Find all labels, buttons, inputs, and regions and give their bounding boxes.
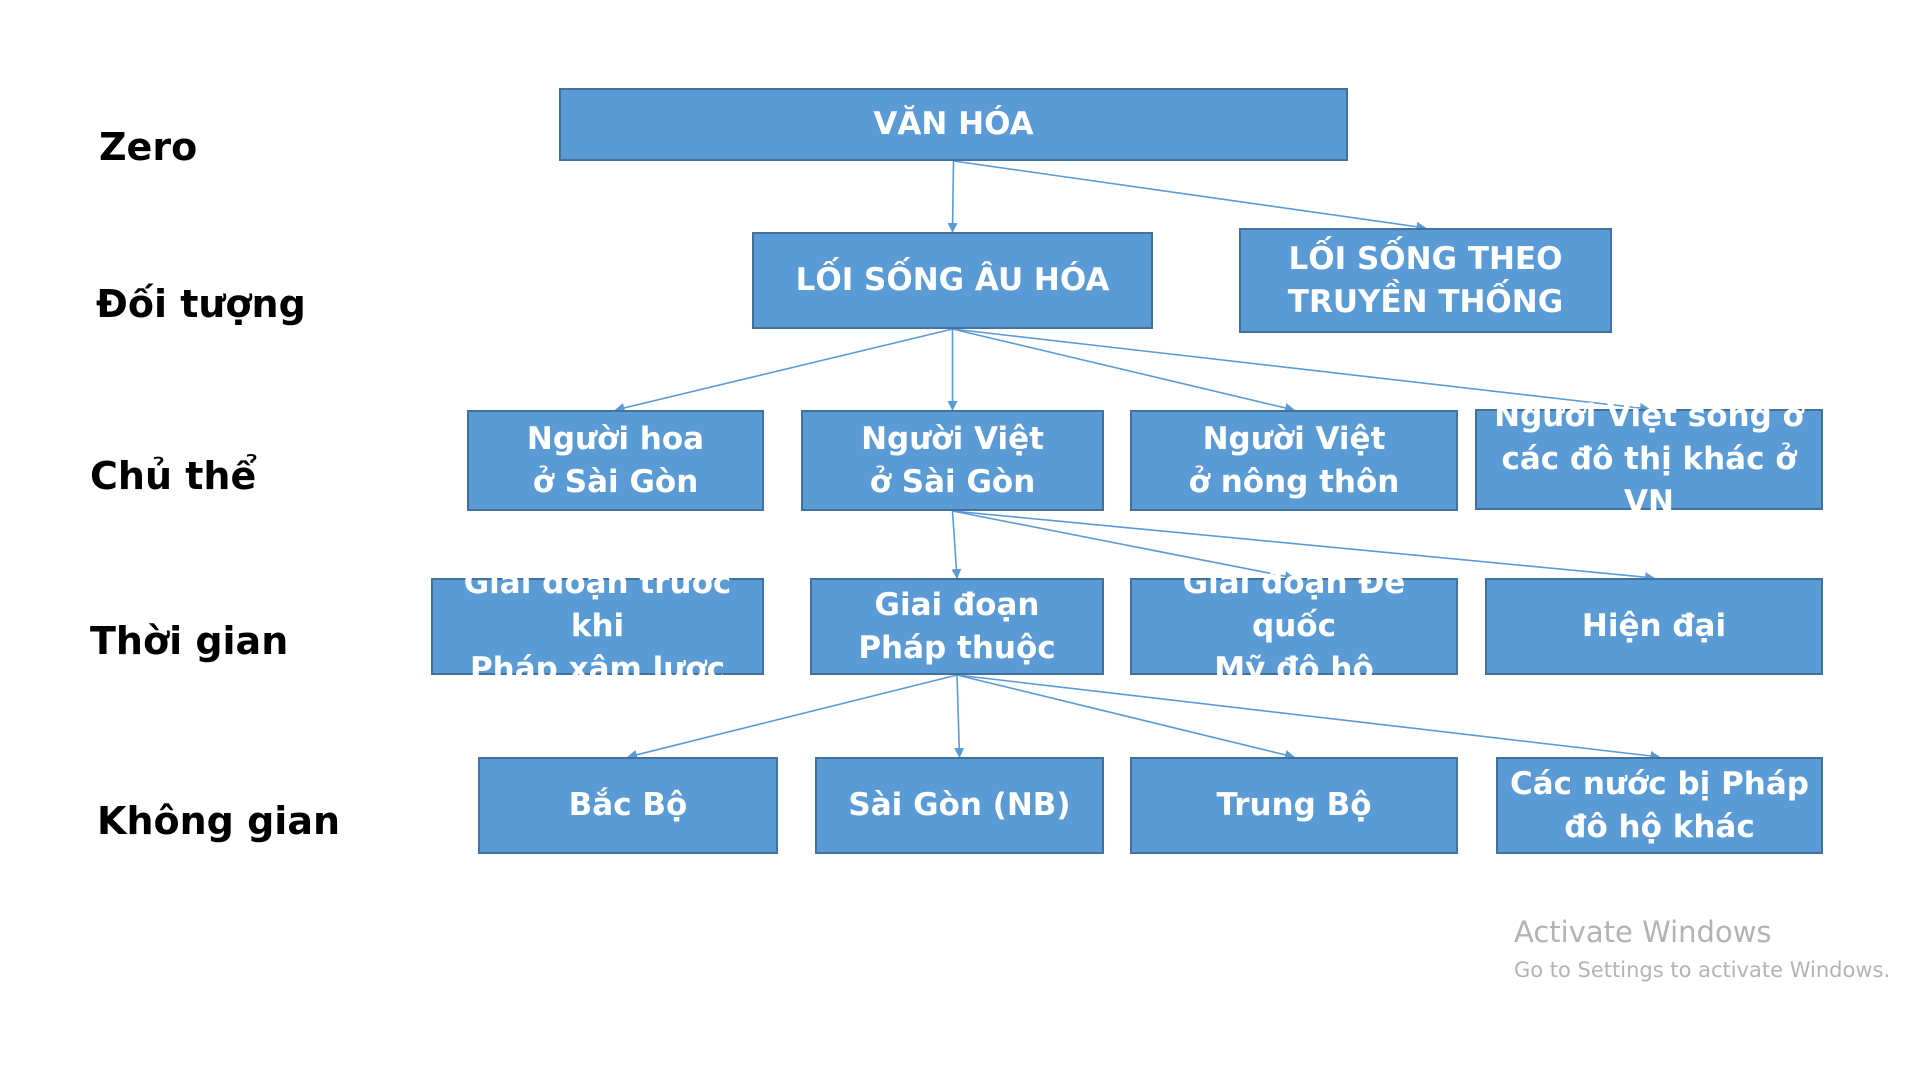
node-van-hoa: VĂN HÓA xyxy=(559,88,1348,161)
level-label-chu-the: Chủ thể xyxy=(90,454,257,498)
activate-windows-subtitle: Go to Settings to activate Windows. xyxy=(1514,958,1891,982)
node-loi-song-au-hoa: LỐI SỐNG ÂU HÓA xyxy=(752,232,1153,329)
node-cac-nuoc-bi-phap-do-ho: Các nước bị Pháp đô hộ khác xyxy=(1496,757,1823,854)
connector-phap_thuoc-to-sai_gon_nb xyxy=(954,674,965,758)
connector-van_hoa-to-loi_song_truyen_thong xyxy=(953,160,1427,232)
node-nguoi-viet-do-thi-khac: Người Việt sống ở các đô thị khác ở VN xyxy=(1475,398,1823,520)
level-label-khong-gian: Không gian xyxy=(97,799,341,843)
level-label-zero: Zero xyxy=(99,125,198,169)
node-nguoi-viet-sai-gon: Người Việt ở Sài Gòn xyxy=(801,410,1104,511)
connector-loi_song_au_hoa-to-nguoi_hoa xyxy=(614,328,953,413)
node-sai-gon-nb: Sài Gòn (NB) xyxy=(815,757,1104,854)
node-hien-dai: Hiện đại xyxy=(1485,578,1823,675)
level-label-thoi-gian: Thời gian xyxy=(90,619,289,663)
level-label-doi-tuong: Đối tượng xyxy=(96,282,306,326)
node-nguoi-viet-nong-thon: Người Việt ở nông thôn xyxy=(1130,410,1458,511)
node-giai-doan-truoc-phap: Giai đoạn trước khi Pháp xâm lược xyxy=(431,565,764,687)
node-giai-doan-phap-thuoc: Giai đoạn Pháp thuộc xyxy=(810,578,1104,675)
node-bac-bo: Bắc Bộ xyxy=(478,757,778,854)
connector-van_hoa-to-loi_song_au_hoa xyxy=(947,160,958,233)
connector-loi_song_au_hoa-to-nguoi_viet_nong_thon xyxy=(952,328,1295,413)
node-trung-bo: Trung Bộ xyxy=(1130,757,1458,854)
activate-windows-title: Activate Windows xyxy=(1514,915,1772,949)
node-nguoi-hoa-sai-gon: Người hoa ở Sài Gòn xyxy=(467,410,764,511)
node-giai-doan-de-quoc-my: Giai đoạn Đế quốc Mỹ đô hộ xyxy=(1130,565,1458,687)
connector-nguoi_viet_sg-to-phap_thuoc xyxy=(951,510,962,579)
node-loi-song-theo-truyen-thong: LỐI SỐNG THEO TRUYỀN THỐNG xyxy=(1239,228,1612,333)
